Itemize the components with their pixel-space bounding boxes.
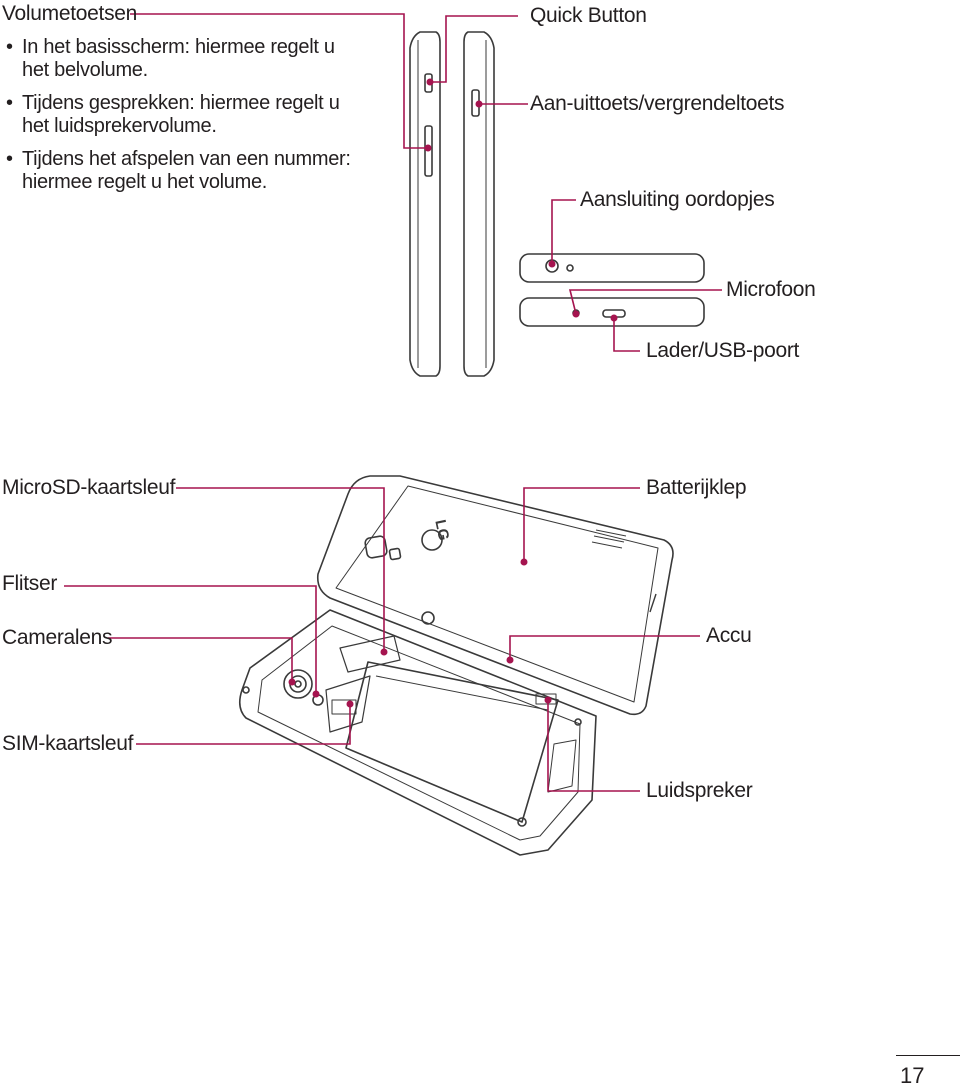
label-volume-keys: Volumetoetsen — [2, 2, 138, 25]
phone-left-side-view — [409, 31, 441, 377]
brand-logo: LG — [431, 518, 452, 542]
volume-bullet-list: In het basisscherm: hiermee regelt u het… — [6, 36, 366, 204]
label-battery: Accu — [706, 624, 752, 647]
leader-quick — [430, 15, 518, 83]
label-camera-lens: Cameralens — [2, 626, 113, 649]
volume-bullet: In het basisscherm: hiermee regelt u het… — [6, 36, 366, 82]
leader-volume — [130, 13, 428, 149]
battery-cover — [316, 475, 674, 716]
leader-flash — [64, 585, 317, 694]
label-flash: Flitser — [2, 572, 58, 595]
phone-right-side-view — [463, 31, 495, 377]
label-microsd-slot: MicroSD-kaartsleuf — [2, 476, 176, 499]
page-number: 17 — [900, 1063, 925, 1088]
leader-microphone — [568, 289, 722, 315]
page-number-rule — [896, 1055, 960, 1056]
leader-camera — [108, 637, 293, 682]
leader-usb — [613, 318, 640, 352]
leader-microsd — [176, 487, 385, 652]
volume-bullet: Tijdens het afspelen van een nummer: hie… — [6, 148, 366, 194]
leader-battery — [509, 635, 700, 660]
phone-body-rear-open — [238, 609, 597, 856]
leader-sim — [136, 704, 351, 745]
label-microphone: Microfoon — [726, 278, 816, 301]
label-battery-cover: Batterijklep — [646, 476, 747, 499]
phone-top-edge-view — [519, 253, 705, 283]
leader-batterycover — [523, 487, 640, 562]
label-charger-usb-port: Lader/USB-poort — [646, 339, 800, 362]
phone-bottom-edge-view — [519, 297, 705, 327]
label-earphone-jack: Aansluiting oordopjes — [580, 188, 775, 211]
label-sim-slot: SIM-kaartsleuf — [2, 732, 134, 755]
volume-bullet: Tijdens gesprekken: hiermee regelt u het… — [6, 92, 366, 138]
leader-earphone — [551, 199, 576, 264]
label-power-lock-key: Aan-uittoets/vergrendeltoets — [530, 92, 785, 115]
leader-speaker — [547, 700, 640, 792]
label-quick-button: Quick Button — [530, 4, 647, 27]
label-speaker: Luidspreker — [646, 779, 753, 802]
